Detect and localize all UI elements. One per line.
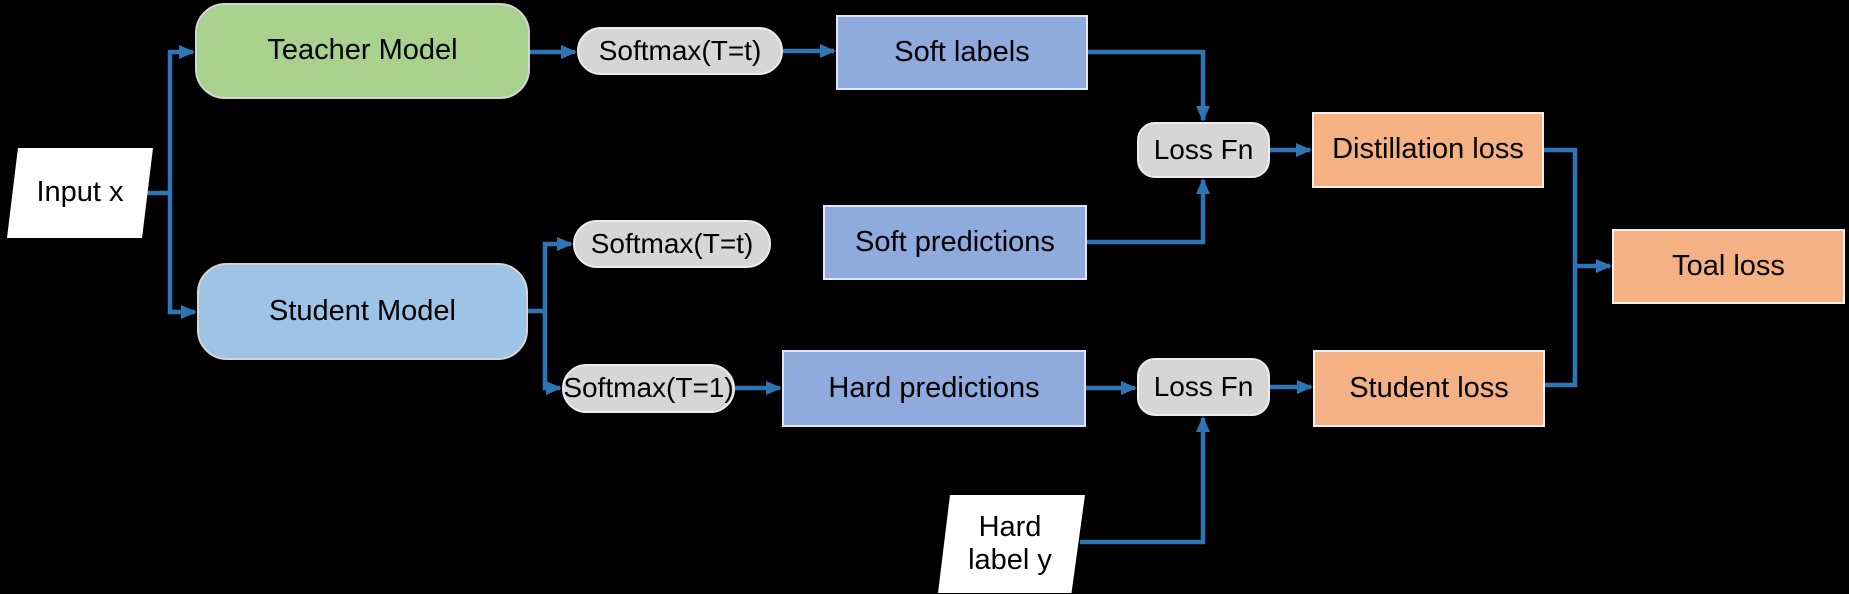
student-loss-label: Student loss [1349,371,1509,404]
soft-predictions-node: Soft predictions [823,205,1087,280]
arrow-softlabels-to-lossfn [1088,49,1210,122]
arrow-inputx-to-teacher [167,45,195,193]
arrow-student-to-softmax-hard [542,311,562,395]
arrow-softpredictions-to-lossfn [1087,178,1210,245]
softmax-hard-node: Softmax(T=1) [562,364,735,413]
student-loss-node: Student loss [1313,350,1545,427]
softmax-soft-label: Softmax(T=t) [590,227,754,259]
hard-predictions-node: Hard predictions [782,350,1086,427]
total-loss-label: Toal loss [1672,249,1785,282]
loss-fn-student-node: Loss Fn [1137,358,1270,416]
distillation-loss-label: Distillation loss [1332,133,1524,166]
hard-label-y-line2: label y [968,544,1052,576]
arrow-inputx-to-student [167,193,197,319]
softmax-soft-node: Softmax(T=t) [573,220,771,268]
hard-label-y-node: Hard label y [938,495,1085,593]
soft-labels-label: Soft labels [894,35,1030,68]
hard-label-y-line1: Hard [978,510,1042,543]
distillation-loss-node: Distillation loss [1312,112,1544,188]
softmax-teacher-node: Softmax(T=t) [577,27,783,75]
hard-predictions-label: Hard predictions [828,371,1040,404]
total-loss-node: Toal loss [1612,229,1845,304]
loss-fn-student-label: Loss Fn [1153,370,1254,402]
student-model-node: Student Model [197,263,528,360]
input-x-node: Input x [7,148,153,238]
teacher-model-node: Teacher Model [195,3,530,99]
arrow-hardlabel-to-lossfn [1080,416,1210,545]
input-x-label: Input x [36,176,124,209]
softmax-hard-label: Softmax(T=1) [563,372,734,404]
connector-losses-merge [1544,147,1578,388]
soft-predictions-label: Soft predictions [855,225,1055,258]
teacher-model-label: Teacher Model [267,34,458,67]
student-model-label: Student Model [268,294,456,327]
loss-fn-distill-label: Loss Fn [1153,133,1254,165]
loss-fn-distill-node: Loss Fn [1137,122,1270,178]
soft-labels-node: Soft labels [836,15,1088,90]
arrow-student-to-softmax-soft [542,237,573,311]
softmax-teacher-label: Softmax(T=t) [598,34,762,66]
